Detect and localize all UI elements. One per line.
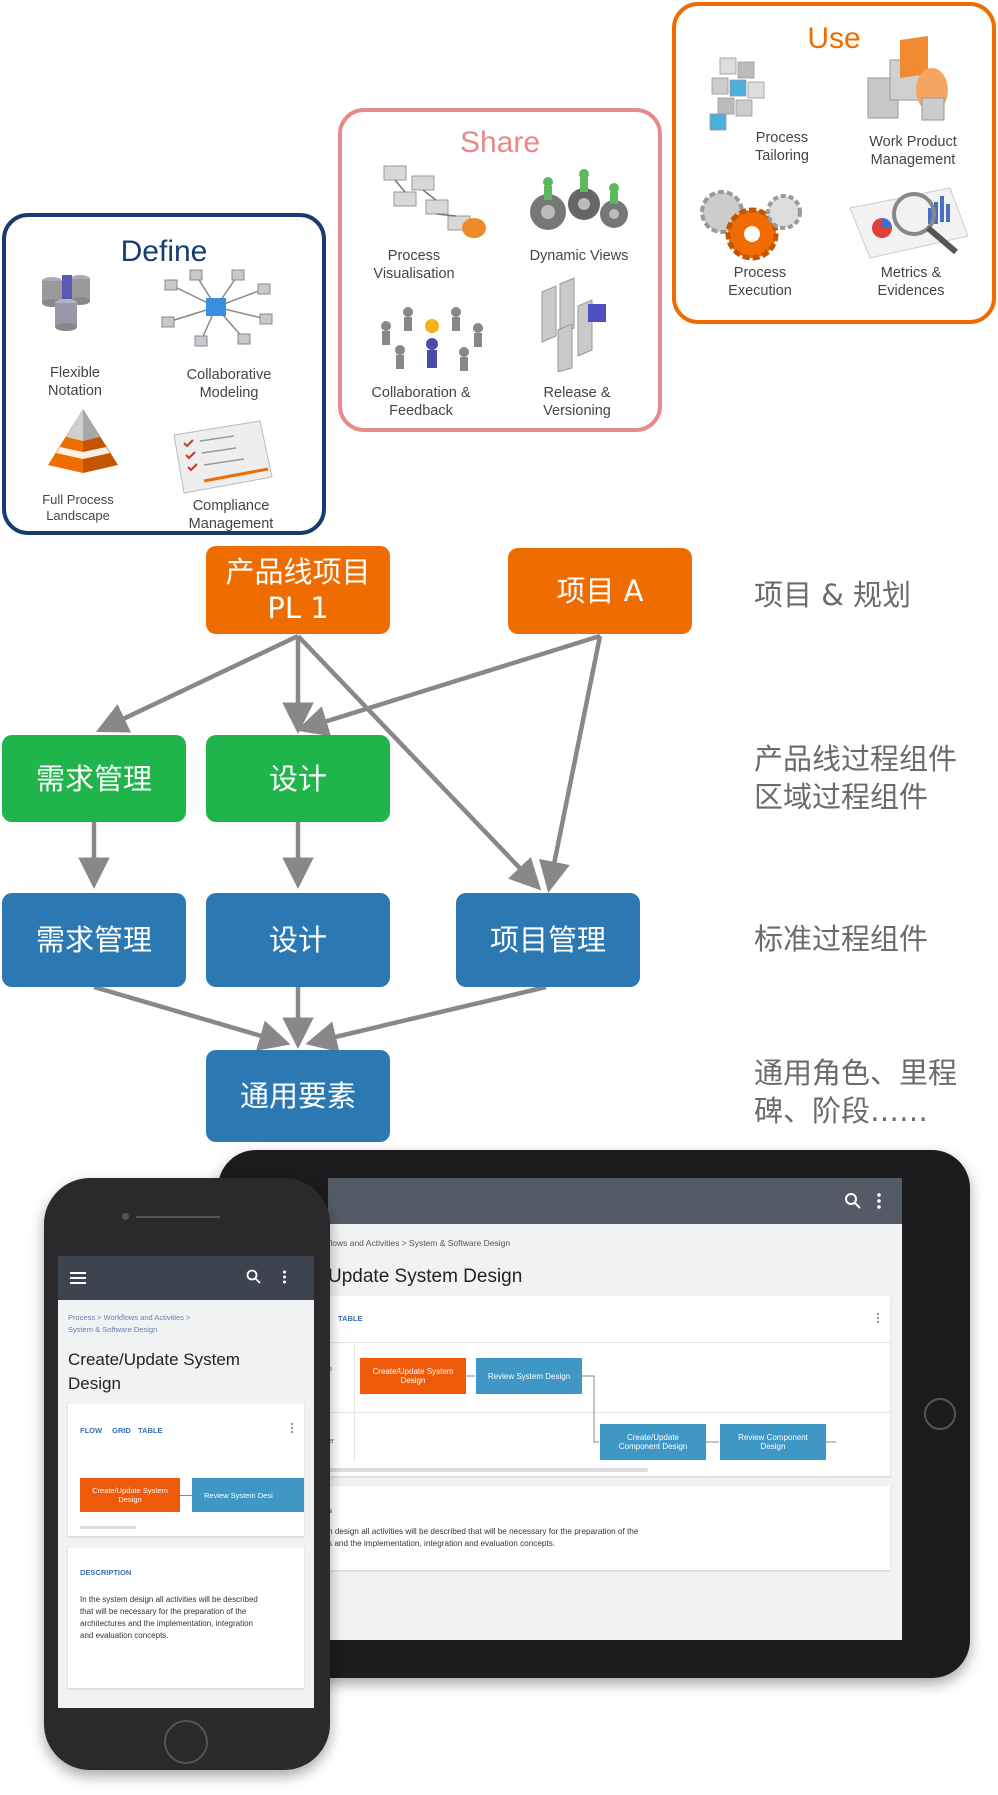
tablet-page-title: Update System Design	[328, 1266, 523, 1287]
phone-screen: Process > Workflows and Activities > Sys…	[58, 1256, 314, 1708]
flow-connectors	[466, 1375, 836, 1443]
tab-flow[interactable]: FLOW	[80, 1426, 103, 1435]
define-panel: Define Flexible Notation Collaborative M…	[2, 213, 326, 535]
create-system-design-box[interactable]: Create/Update System Design	[360, 1358, 466, 1394]
more-vert-icon[interactable]	[282, 1270, 287, 1284]
create-system-design-box[interactable]: Create/Update System Design	[80, 1478, 180, 1512]
phone-description-text: In the system design all activities will…	[80, 1595, 258, 1640]
tablet-home-button[interactable]	[924, 1398, 956, 1430]
use-item-work-product-management: Work Product Management	[869, 134, 957, 168]
layer-common-roles: 通用角色、里程 碑、阶段……	[754, 1056, 958, 1128]
network-hub-icon	[161, 269, 273, 347]
database-stack-icon	[42, 275, 90, 331]
define-item-collaborative-modeling: Collaborative Modeling	[186, 367, 272, 401]
define-item-full-process-landscape: Full Process Landscape	[42, 492, 114, 523]
req-mgmt-pl-node: 需求管理	[2, 735, 186, 822]
req-mgmt-std-node: 需求管理	[2, 893, 186, 987]
tab-grid[interactable]: GRID	[112, 1426, 131, 1435]
review-component-design-box[interactable]: Review Component Design	[720, 1424, 826, 1460]
layer-project-planning: 项目 & 规划	[754, 578, 912, 612]
tablet-description-label: s	[328, 1506, 333, 1515]
phone-app-bar	[58, 1256, 314, 1300]
tablet-device: flows and Activities > System & Software…	[218, 1150, 970, 1678]
tablet-breadcrumb[interactable]: flows and Activities > System & Software…	[328, 1238, 511, 1248]
define-item-flexible-notation: Flexible Notation	[47, 365, 102, 399]
use-item-process-tailoring: Process Tailoring	[755, 130, 809, 164]
tablet-description-text: n design all activities will be describe…	[328, 1527, 639, 1548]
phone-description-label: DESCRIPTION	[80, 1568, 132, 1577]
search-icon[interactable]	[246, 1269, 262, 1285]
use-title: Use	[807, 22, 861, 55]
collaboration-figures-icon	[381, 307, 483, 371]
more-vert-icon[interactable]	[876, 1192, 882, 1210]
compliance-document-icon	[173, 420, 273, 494]
share-item-release-versioning: Release & Versioning	[543, 385, 611, 419]
more-vert-icon[interactable]	[876, 1312, 880, 1324]
version-documents-icon	[541, 277, 606, 372]
share-item-dynamic-views: Dynamic Views	[529, 248, 629, 264]
tab-table[interactable]: TABLE	[338, 1314, 363, 1323]
share-item-collaboration-feedback: Collaboration & Feedback	[371, 385, 471, 419]
use-panel: Use Process Tailoring Work Product Manag…	[672, 2, 996, 324]
phone-device: Process > Workflows and Activities > Sys…	[44, 1178, 330, 1770]
execution-gears-icon	[700, 190, 802, 261]
pyramid-icon	[48, 409, 118, 473]
tablet-app-bar	[328, 1178, 902, 1224]
tablet-row-label-2: er	[328, 1438, 335, 1445]
more-vert-icon[interactable]	[290, 1422, 294, 1434]
use-item-process-execution: Process Execution	[728, 265, 792, 299]
phone-flow-card: FLOW GRID TABLE Create/Update System Des…	[68, 1404, 304, 1536]
gears-people-icon	[530, 169, 628, 230]
layer-standard-components: 标准过程组件	[754, 922, 929, 956]
flowchart-icon	[383, 165, 486, 238]
work-product-icon	[867, 36, 948, 121]
menu-icon[interactable]	[70, 1272, 86, 1284]
phone-description-card: DESCRIPTION In the system design all act…	[68, 1548, 304, 1688]
hierarchy-arrows	[78, 633, 603, 1053]
common-elements-node: 通用要素	[206, 1050, 390, 1142]
share-panel: Share Process Visualisation Dynamic View…	[338, 108, 662, 432]
define-item-compliance-management: Compliance Management	[188, 498, 274, 532]
review-system-design-box[interactable]: Review System Design	[476, 1358, 582, 1394]
phone-breadcrumb[interactable]: Process > Workflows and Activities > Sys…	[68, 1313, 191, 1334]
design-pl-node: 设计	[206, 735, 390, 822]
share-item-process-visualisation: Process Visualisation	[373, 248, 455, 282]
phone-page-title: Create/Update System Design	[68, 1350, 240, 1393]
tailoring-cubes-icon	[709, 57, 765, 131]
review-system-design-box[interactable]: Review System Desi	[192, 1478, 304, 1512]
tablet-flow-card: TABLE n t er Create/Update System Design…	[328, 1296, 890, 1476]
share-title: Share	[459, 126, 541, 159]
tab-table[interactable]: TABLE	[138, 1426, 163, 1435]
layer-pl-components: 产品线过程组件 区域过程组件	[754, 742, 958, 814]
search-icon[interactable]	[844, 1192, 862, 1210]
create-component-design-box[interactable]: Create/Update Component Design	[600, 1424, 706, 1460]
metrics-magnifier-icon	[849, 187, 969, 259]
project-a-node: 项目 A	[508, 548, 692, 634]
design-std-node: 设计	[206, 893, 390, 987]
project-mgmt-node: 项目管理	[456, 893, 640, 987]
tablet-description-card: s n design all activities will be descri…	[328, 1486, 890, 1570]
define-title: Define	[120, 235, 208, 268]
phone-home-button[interactable]	[164, 1720, 208, 1764]
tablet-screen: flows and Activities > System & Software…	[328, 1178, 902, 1640]
use-item-metrics-evidences: Metrics & Evidences	[877, 265, 945, 299]
pl-project-node: 产品线项目 PL 1	[206, 546, 390, 634]
